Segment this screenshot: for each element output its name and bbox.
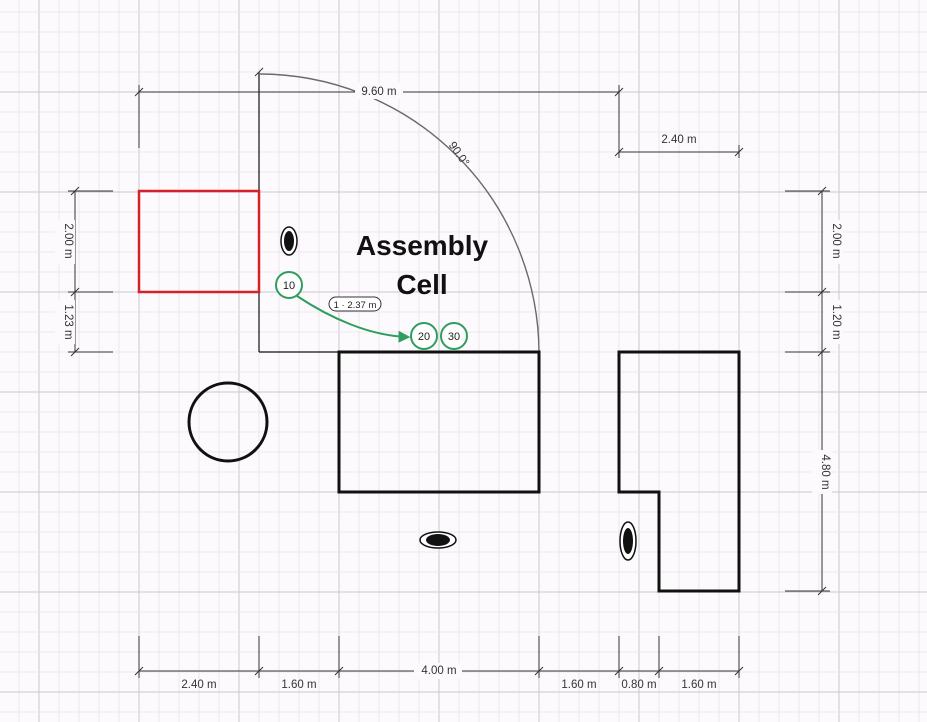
flow-node-10[interactable]: 10: [275, 271, 303, 299]
dim-bottom-3[interactable]: 4.00 m: [421, 665, 456, 677]
node-label: 20: [418, 331, 430, 343]
operator-icon[interactable]: [419, 531, 457, 549]
dim-right-lower[interactable]: 4.80 m: [819, 454, 831, 489]
dim-left-upper[interactable]: 2.00 m: [62, 223, 74, 258]
node-label: 30: [448, 331, 460, 343]
connector-label-text: 1 · 2.37 m: [334, 300, 377, 311]
dim-bottom-2[interactable]: 1.60 m: [281, 679, 316, 691]
dim-top-right[interactable]: 2.40 m: [661, 134, 696, 146]
flow-connector-label[interactable]: 1 · 2.37 m: [328, 296, 382, 312]
circular-table[interactable]: [187, 381, 269, 463]
l-shaped-bench[interactable]: [617, 350, 741, 593]
dim-top-total[interactable]: 9.60 m: [361, 86, 396, 98]
title-line-2: Cell: [396, 269, 447, 300]
flow-node-30[interactable]: 30: [440, 322, 468, 350]
highlighted-area[interactable]: [137, 189, 261, 294]
dim-bottom-1[interactable]: 2.40 m: [181, 679, 216, 691]
title-line-1: Assembly: [356, 230, 489, 261]
dim-bottom-4[interactable]: 1.60 m: [561, 679, 596, 691]
node-label: 10: [283, 280, 295, 292]
dim-right-upper[interactable]: 2.00 m: [830, 223, 842, 258]
swing-arc[interactable]: [258, 73, 540, 353]
dim-bottom-5[interactable]: 0.80 m: [621, 679, 656, 691]
dim-arc-angle[interactable]: 90.0°: [446, 140, 471, 169]
flow-connector[interactable]: [296, 295, 411, 343]
dimension-lines: [68, 67, 830, 678]
operator-icon[interactable]: [280, 226, 298, 256]
dim-left-lower[interactable]: 1.23 m: [62, 304, 74, 339]
dim-right-middle[interactable]: 1.20 m: [830, 304, 842, 339]
flow-node-20[interactable]: 20: [410, 322, 438, 350]
operator-icon[interactable]: [619, 521, 637, 561]
dim-bottom-6[interactable]: 1.60 m: [681, 679, 716, 691]
assembly-table[interactable]: [337, 350, 541, 494]
